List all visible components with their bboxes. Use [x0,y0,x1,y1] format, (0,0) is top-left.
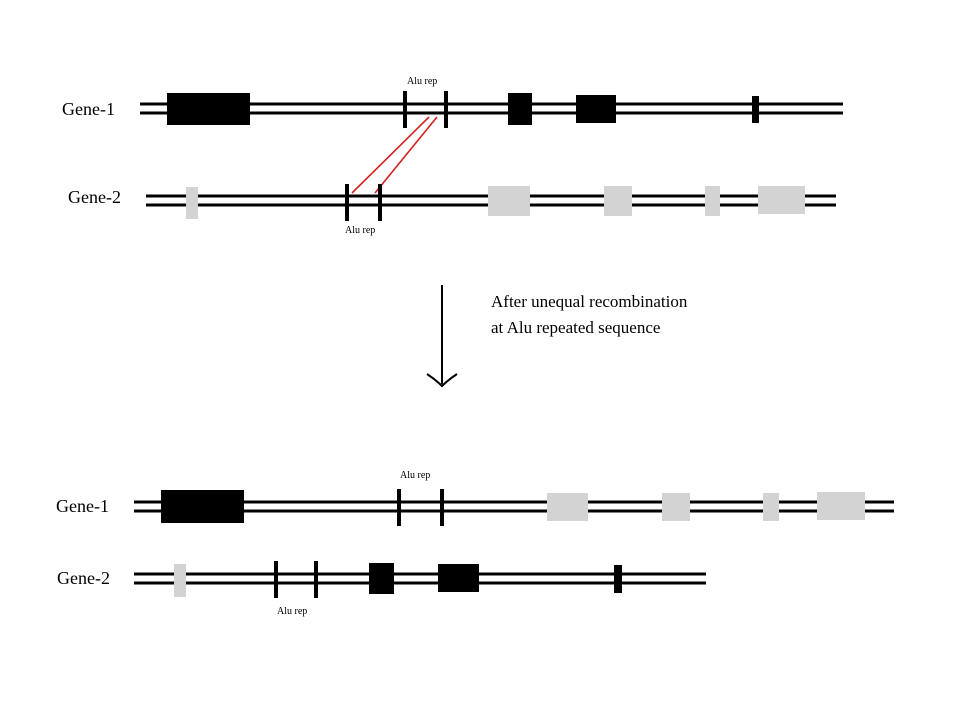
before-gene2-alu-label: Alu rep [345,225,375,236]
arrow-head-icon [426,373,458,388]
after-gene1-alu-mark-1 [397,489,401,526]
after-gene2-alu-mark-2 [314,561,318,598]
after-gene1-alu-label: Alu rep [400,470,430,481]
after-gene2: Gene-2 Alu rep [57,561,706,617]
transition-arrow [426,285,458,388]
before-gene2-exon-5 [758,186,805,214]
after-gene1-exon-4 [763,493,779,521]
before-gene1-exon-3 [576,95,616,123]
after-gene2-exon-2 [369,563,394,594]
crossover-line-2 [374,116,438,194]
annotation: After unequal recombination at Alu repea… [491,292,688,337]
after-gene1-exon-5 [817,492,865,520]
after-gene2-exon-3 [438,564,479,592]
after-gene2-alu-mark-1 [274,561,278,598]
before-gene1: Gene-1 Alu rep [62,76,843,128]
after-gene1-label: Gene-1 [56,496,109,516]
before-gene2-exon-3 [604,186,632,216]
before-gene2-exon-4 [705,186,720,216]
crossover-lines [351,116,438,194]
before-gene2-alu-mark-2 [378,184,382,221]
before-gene2-exon-2 [488,186,530,216]
after-gene1-exon-2 [547,493,588,521]
after-gene1-exon-3 [662,493,690,521]
before-gene1-exon-1 [167,93,250,125]
before-gene1-exon-4 [752,96,759,123]
after-gene2-exon-1 [174,564,186,597]
after-gene1-alu-mark-2 [440,489,444,526]
after-gene2-label: Gene-2 [57,568,110,588]
before-gene1-alu-mark-1 [403,91,407,128]
annotation-line-2: at Alu repeated sequence [491,318,660,337]
annotation-line-1: After unequal recombination [491,292,688,311]
after-gene2-exon-4 [614,565,622,593]
after-gene2-alu-label: Alu rep [277,606,307,617]
before-gene2-alu-mark-1 [345,184,349,221]
before-gene2-label: Gene-2 [68,187,121,207]
before-gene1-label: Gene-1 [62,99,115,119]
before-gene2-exon-1 [186,187,198,219]
before-gene1-alu-mark-2 [444,91,448,128]
before-gene2: Gene-2 Alu rep [68,184,836,236]
after-gene1-exon-1 [161,490,244,523]
before-gene1-alu-label: Alu rep [407,76,437,87]
after-gene1: Gene-1 Alu rep [56,470,894,526]
before-gene1-exon-2 [508,93,532,125]
crossover-line-1 [351,116,430,194]
